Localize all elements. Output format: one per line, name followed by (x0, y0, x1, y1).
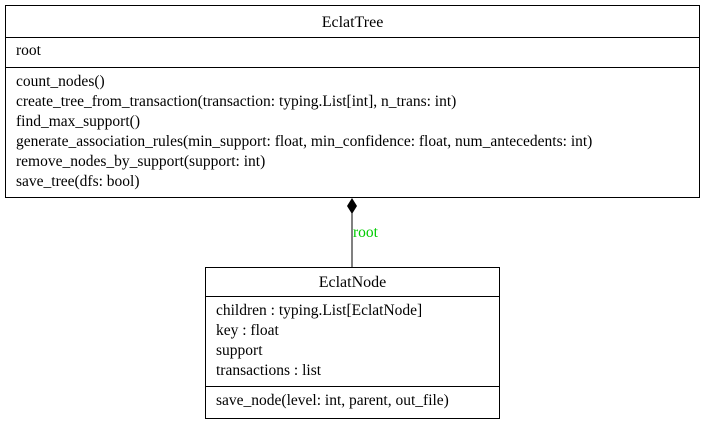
attributes-section: children : typing.List[EclatNode] key : … (206, 297, 499, 386)
relation-role-label: root (353, 224, 378, 241)
method-row: create_tree_from_transaction(transaction… (16, 93, 457, 110)
class-name: EclatNode (206, 268, 499, 297)
method-row: save_node(level: int, parent, out_file) (216, 392, 449, 409)
method-row: find_max_support() (16, 113, 140, 130)
composition-diamond-icon (347, 198, 357, 214)
method-row: count_nodes() (16, 73, 105, 90)
methods-section: count_nodes() create_tree_from_transacti… (6, 67, 699, 196)
attributes-section: root (6, 38, 699, 67)
attribute-row: key : float (216, 322, 279, 339)
method-row: remove_nodes_by_support(support: int) (16, 153, 266, 170)
method-row: generate_association_rules(min_support: … (16, 133, 593, 150)
class-name: EclatTree (6, 6, 699, 38)
method-row: save_tree(dfs: bool) (16, 173, 140, 190)
attribute-row: support (216, 342, 263, 359)
class-box-eclat-tree[interactable]: EclatTree root count_nodes() create_tree… (5, 5, 700, 198)
attribute-row: transactions : list (216, 362, 322, 379)
methods-section: save_node(level: int, parent, out_file) (206, 386, 499, 415)
class-box-eclat-node[interactable]: EclatNode children : typing.List[EclatNo… (205, 267, 500, 419)
attribute-row: children : typing.List[EclatNode] (216, 302, 423, 319)
attribute-row: root (16, 42, 41, 59)
